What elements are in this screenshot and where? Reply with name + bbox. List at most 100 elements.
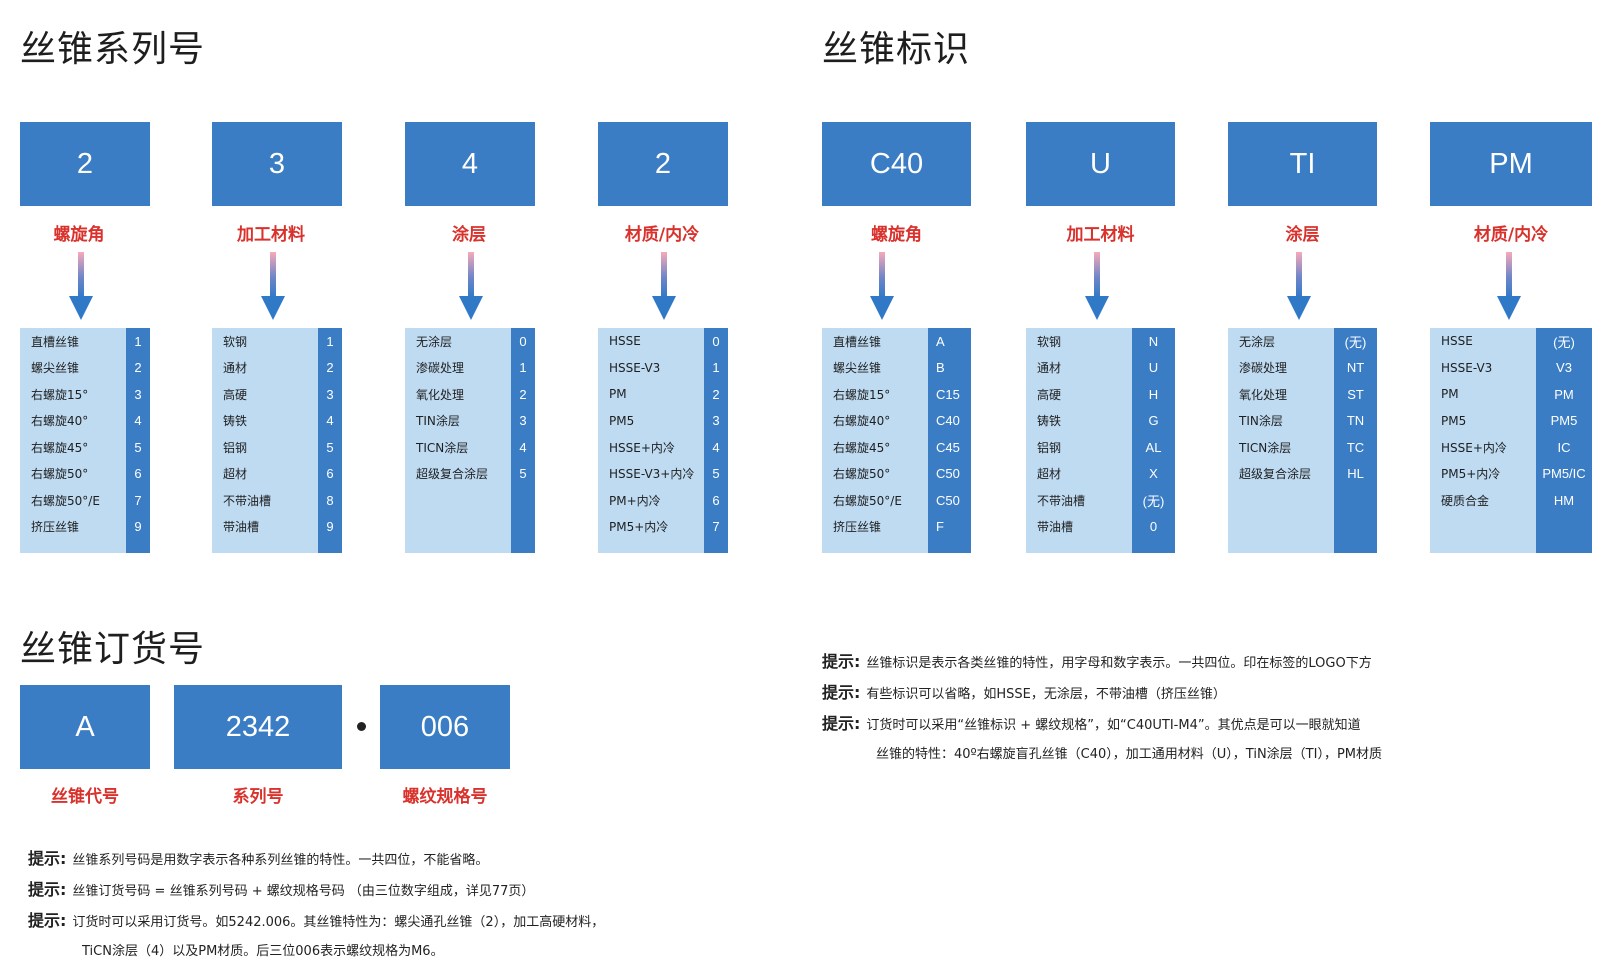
- table-row: 无涂层(无): [1239, 334, 1367, 350]
- marking-code-box: TI: [1228, 122, 1377, 206]
- table-row: 右螺旋45°C45: [833, 439, 960, 455]
- table-row: 右螺旋15°C15: [833, 386, 960, 402]
- tip-line: 提示:丝锥订货号码 = 丝锥系列号码 + 螺纹规格号码 （由三位数字组成，详见7…: [28, 880, 535, 899]
- down-arrow-icon: [459, 252, 483, 320]
- marking-caption: 材质/内冷: [1473, 225, 1549, 245]
- table-row: 右螺旋40°4: [31, 413, 142, 428]
- table-row: 右螺旋50°C50: [833, 466, 960, 481]
- series-code-box: 4: [405, 122, 535, 206]
- tip-line: 提示:订货时可以采用订货号。如5242.006。其丝锥特性为：螺尖通孔丝锥（2）…: [28, 911, 605, 930]
- series-code-box: 2: [598, 122, 728, 206]
- separator-dot-icon: [357, 722, 366, 731]
- series-code-box: 3: [212, 122, 342, 206]
- down-arrow-icon: [1287, 252, 1311, 320]
- series-code-box: 2: [20, 122, 150, 206]
- table-row: 右螺旋45°5: [31, 439, 142, 455]
- marking-code-box: C40: [822, 122, 971, 206]
- marking-caption: 螺旋角: [871, 225, 922, 245]
- series-caption: 涂层: [452, 225, 486, 245]
- marking-code-box: PM: [1430, 122, 1592, 206]
- marking-caption: 加工材料: [1066, 225, 1135, 245]
- series-caption: 材质/内冷: [624, 225, 700, 245]
- down-arrow-icon: [69, 252, 93, 320]
- series-caption: 加工材料: [237, 225, 305, 245]
- marking-code-box: U: [1026, 122, 1175, 206]
- order-code-box: 006: [380, 685, 510, 769]
- down-arrow-icon: [1497, 252, 1521, 320]
- tip-line: 提示:订货时可以采用“丝锥标识 + 螺纹规格”，如“C40UTI-M4”。其优点…: [822, 714, 1361, 733]
- tip-continuation: TiCN涂层（4）以及PM材质。后三位006表示螺纹规格为M6。: [82, 944, 444, 959]
- series-title: 丝锥系列号: [20, 29, 206, 70]
- table-row: 右螺旋50°6: [31, 466, 142, 481]
- table-row: 不带油槽(无): [1037, 493, 1165, 509]
- order-code-box: 2342: [174, 685, 342, 769]
- table-row: 右螺旋40°C40: [833, 413, 960, 428]
- down-arrow-icon: [652, 252, 676, 320]
- down-arrow-icon: [1085, 252, 1109, 320]
- tip-line: 提示:有些标识可以省略，如HSSE，无涂层，不带油槽（挤压丝锥）: [822, 683, 1226, 702]
- tip-line: 提示:丝锥系列号码是用数字表示各种系列丝锥的特性。一共四位，不能省略。: [28, 849, 489, 868]
- order-title: 丝锥订货号: [20, 629, 206, 670]
- order-caption: 系列号: [232, 787, 284, 807]
- table-row: 右螺旋15°3: [31, 386, 142, 402]
- tip-line: 提示:丝锥标识是表示各类丝锥的特性，用字母和数字表示。一共四位。印在标签的LOG…: [822, 652, 1372, 671]
- tip-continuation: 丝锥的特性：40º右螺旋盲孔丝锥（C40），加工通用材料（U），TiN涂层（TI…: [876, 747, 1383, 762]
- marking-title: 丝锥标识: [822, 29, 971, 70]
- order-code-box: A: [20, 685, 150, 769]
- order-caption: 螺纹规格号: [402, 787, 488, 807]
- down-arrow-icon: [870, 252, 894, 320]
- down-arrow-icon: [261, 252, 285, 320]
